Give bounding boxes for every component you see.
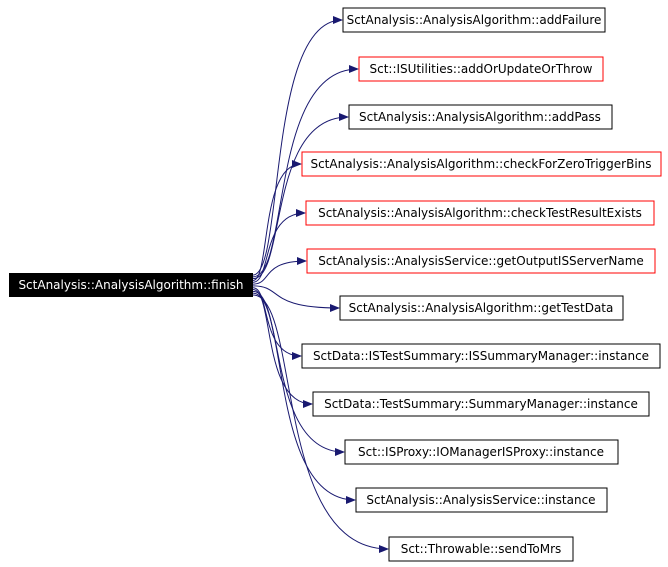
callee-node-label: SctAnalysis::AnalysisAlgorithm::checkFor… [310, 157, 651, 171]
callee-node-box [306, 248, 656, 274]
callee-node-checkTestResultExists[interactable]: SctAnalysis::AnalysisAlgorithm::checkTes… [305, 200, 655, 226]
call-edge-getTestData [252, 285, 340, 312]
call-edge-addOrUpdateOrThrow [252, 65, 359, 278]
callee-node-ISSummaryManager-instance[interactable]: SctData::ISTestSummary::ISSummaryManager… [301, 343, 661, 369]
callee-node-getOutputISServerName[interactable]: SctAnalysis::AnalysisService::getOutputI… [306, 248, 656, 274]
root-node-label: SctAnalysis::AnalysisAlgorithm::finish [18, 278, 243, 292]
call-edge-ISSummaryManager_instance [252, 287, 302, 360]
call-edge-sendToMrs [252, 294, 389, 553]
call-edge-checkTestResultExists [252, 209, 306, 283]
callee-node-box [344, 439, 619, 465]
callee-node-box [339, 295, 624, 321]
callee-node-box [358, 56, 604, 82]
callee-node-addOrUpdateOrThrow[interactable]: Sct::ISUtilities::addOrUpdateOrThrow [358, 56, 604, 82]
callee-node-label: Sct::ISUtilities::addOrUpdateOrThrow [370, 62, 593, 76]
callee-node-checkForZeroTriggerBins[interactable]: SctAnalysis::AnalysisAlgorithm::checkFor… [301, 151, 662, 177]
callee-node-box [348, 104, 613, 130]
call-edges [252, 16, 389, 553]
callee-node-label: Sct::ISProxy::IOManagerISProxy::instance [358, 445, 604, 459]
callee-node-box [388, 536, 574, 562]
callee-node-box [342, 7, 606, 33]
callee-node-box [301, 343, 661, 369]
call-edge-checkForZeroTriggerBins [252, 160, 302, 281]
callee-node-label: SctAnalysis::AnalysisAlgorithm::addFailu… [347, 13, 602, 27]
callee-node-box [312, 391, 650, 417]
callee-node-IOManagerISProxy-instance[interactable]: Sct::ISProxy::IOManagerISProxy::instance [344, 439, 619, 465]
call-edge-AnalysisService_instance [252, 292, 356, 504]
call-edge-addFailure [252, 16, 343, 276]
callee-node-box [301, 151, 662, 177]
callee-node-AnalysisService-instance[interactable]: SctAnalysis::AnalysisService::instance [355, 487, 608, 513]
call-edge-IOManagerISProxy_instance [252, 290, 345, 456]
call-edge-getOutputISServerName [252, 257, 307, 285]
callee-node-box [305, 200, 655, 226]
callee-node-SummaryManager-instance[interactable]: SctData::TestSummary::SummaryManager::in… [312, 391, 650, 417]
callee-node-addFailure[interactable]: SctAnalysis::AnalysisAlgorithm::addFailu… [342, 7, 606, 33]
callee-node-label: SctAnalysis::AnalysisAlgorithm::getTestD… [349, 301, 614, 315]
callee-node-sendToMrs[interactable]: Sct::Throwable::sendToMrs [388, 536, 574, 562]
callee-node-label: SctData::ISTestSummary::ISSummaryManager… [313, 349, 649, 363]
callee-node-label: SctData::TestSummary::SummaryManager::in… [324, 397, 638, 411]
callee-node-box [355, 487, 608, 513]
callee-node-label: SctAnalysis::AnalysisService::instance [366, 493, 595, 507]
callee-node-label: SctAnalysis::AnalysisService::getOutputI… [318, 254, 644, 268]
callee-node-addPass[interactable]: SctAnalysis::AnalysisAlgorithm::addPass [348, 104, 613, 130]
callee-node-label: SctAnalysis::AnalysisAlgorithm::checkTes… [318, 206, 642, 220]
callee-node-label: Sct::Throwable::sendToMrs [401, 542, 562, 556]
root-node[interactable]: SctAnalysis::AnalysisAlgorithm::finish [9, 273, 253, 297]
root-node-box [9, 273, 253, 297]
callee-node-getTestData[interactable]: SctAnalysis::AnalysisAlgorithm::getTestD… [339, 295, 624, 321]
callee-node-label: SctAnalysis::AnalysisAlgorithm::addPass [359, 110, 601, 124]
call-edge-addPass [252, 113, 349, 280]
